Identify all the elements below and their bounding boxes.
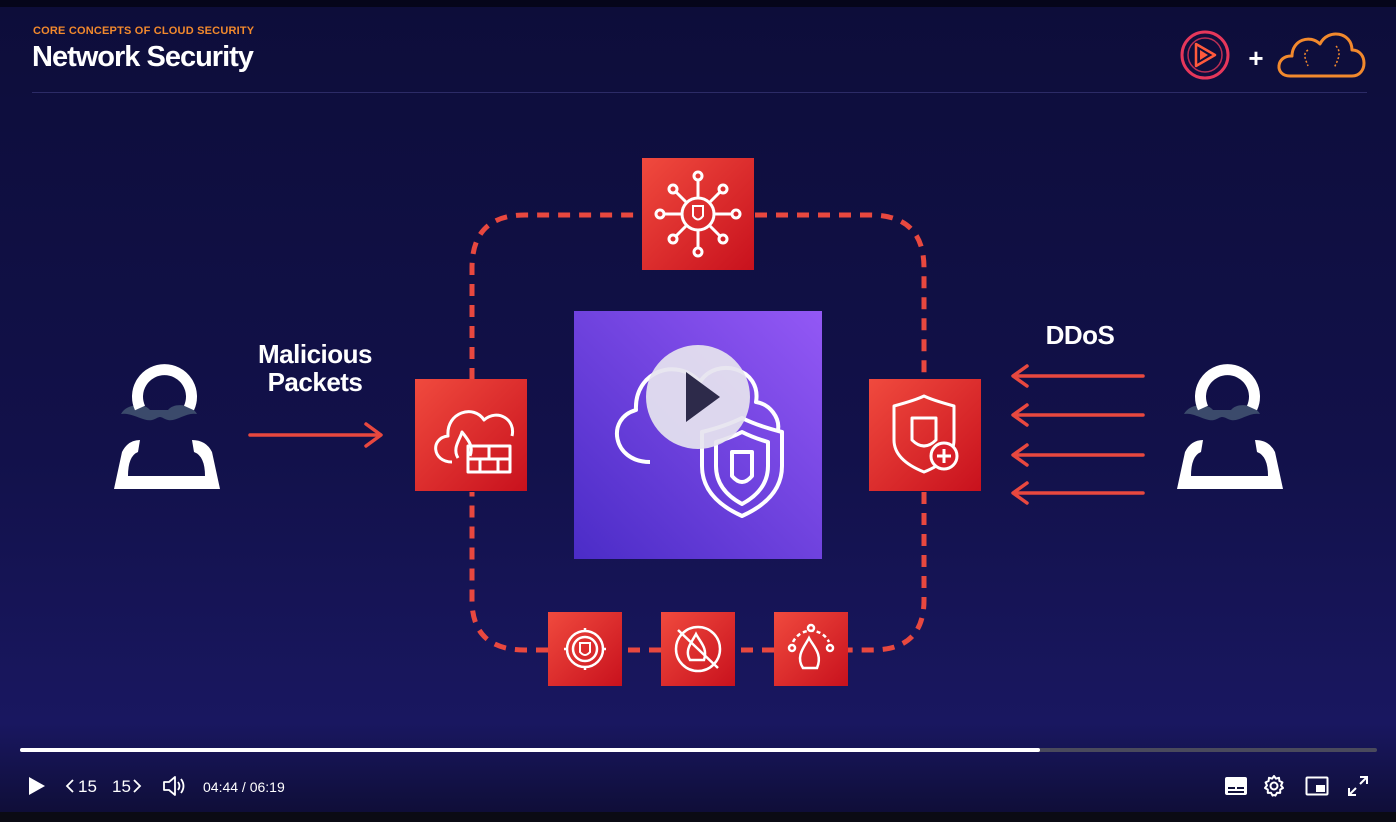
play-overlay-icon[interactable] [646,345,750,449]
ddos-label: DDoS [1045,320,1115,350]
play-icon[interactable] [24,774,48,798]
captions-icon[interactable] [1224,776,1248,796]
skip-back-label[interactable]: 15 [78,777,97,796]
top-edge [0,0,1396,7]
shield-advanced-tile [869,379,981,491]
malicious-arrow [248,422,383,448]
pluralsight-logo [1180,30,1230,80]
logo-plus: + [1248,43,1263,73]
skip-forward-icon[interactable] [131,778,143,794]
attacker-icon-left [114,364,220,489]
malicious-packets-label: Malicious Packets [232,340,398,396]
fullscreen-icon[interactable] [1347,775,1369,797]
progress-bar[interactable] [20,748,1377,752]
slide-kicker: CORE CONCEPTS OF CLOUD SECURITY [33,25,255,37]
skip-back-icon[interactable] [64,778,76,794]
dns-firewall-tile [774,612,848,686]
network-firewall-tile [642,158,754,270]
malicious-label-line2: Packets [267,367,363,397]
time-display: 04:44 / 06:19 [203,779,285,795]
gear-icon[interactable] [1262,774,1286,798]
picture-in-picture-icon[interactable] [1305,776,1329,796]
security-perimeter [469,212,927,653]
slide-title: Network Security [32,41,254,73]
malicious-label-line1: Malicious [258,339,372,369]
firewall-cloud-tile [415,379,527,491]
volume-icon[interactable] [162,774,188,798]
skip-forward-label[interactable]: 15 [112,777,131,796]
title-divider [32,92,1367,93]
attacker-icon-right [1177,364,1283,489]
cloud-guru-logo [1277,32,1366,78]
progress-fill [20,748,1041,752]
ddos-arrows [1011,364,1145,505]
firewall-flame-tile [661,612,735,686]
shield-gear-tile [548,612,622,686]
bottom-edge [0,812,1396,822]
